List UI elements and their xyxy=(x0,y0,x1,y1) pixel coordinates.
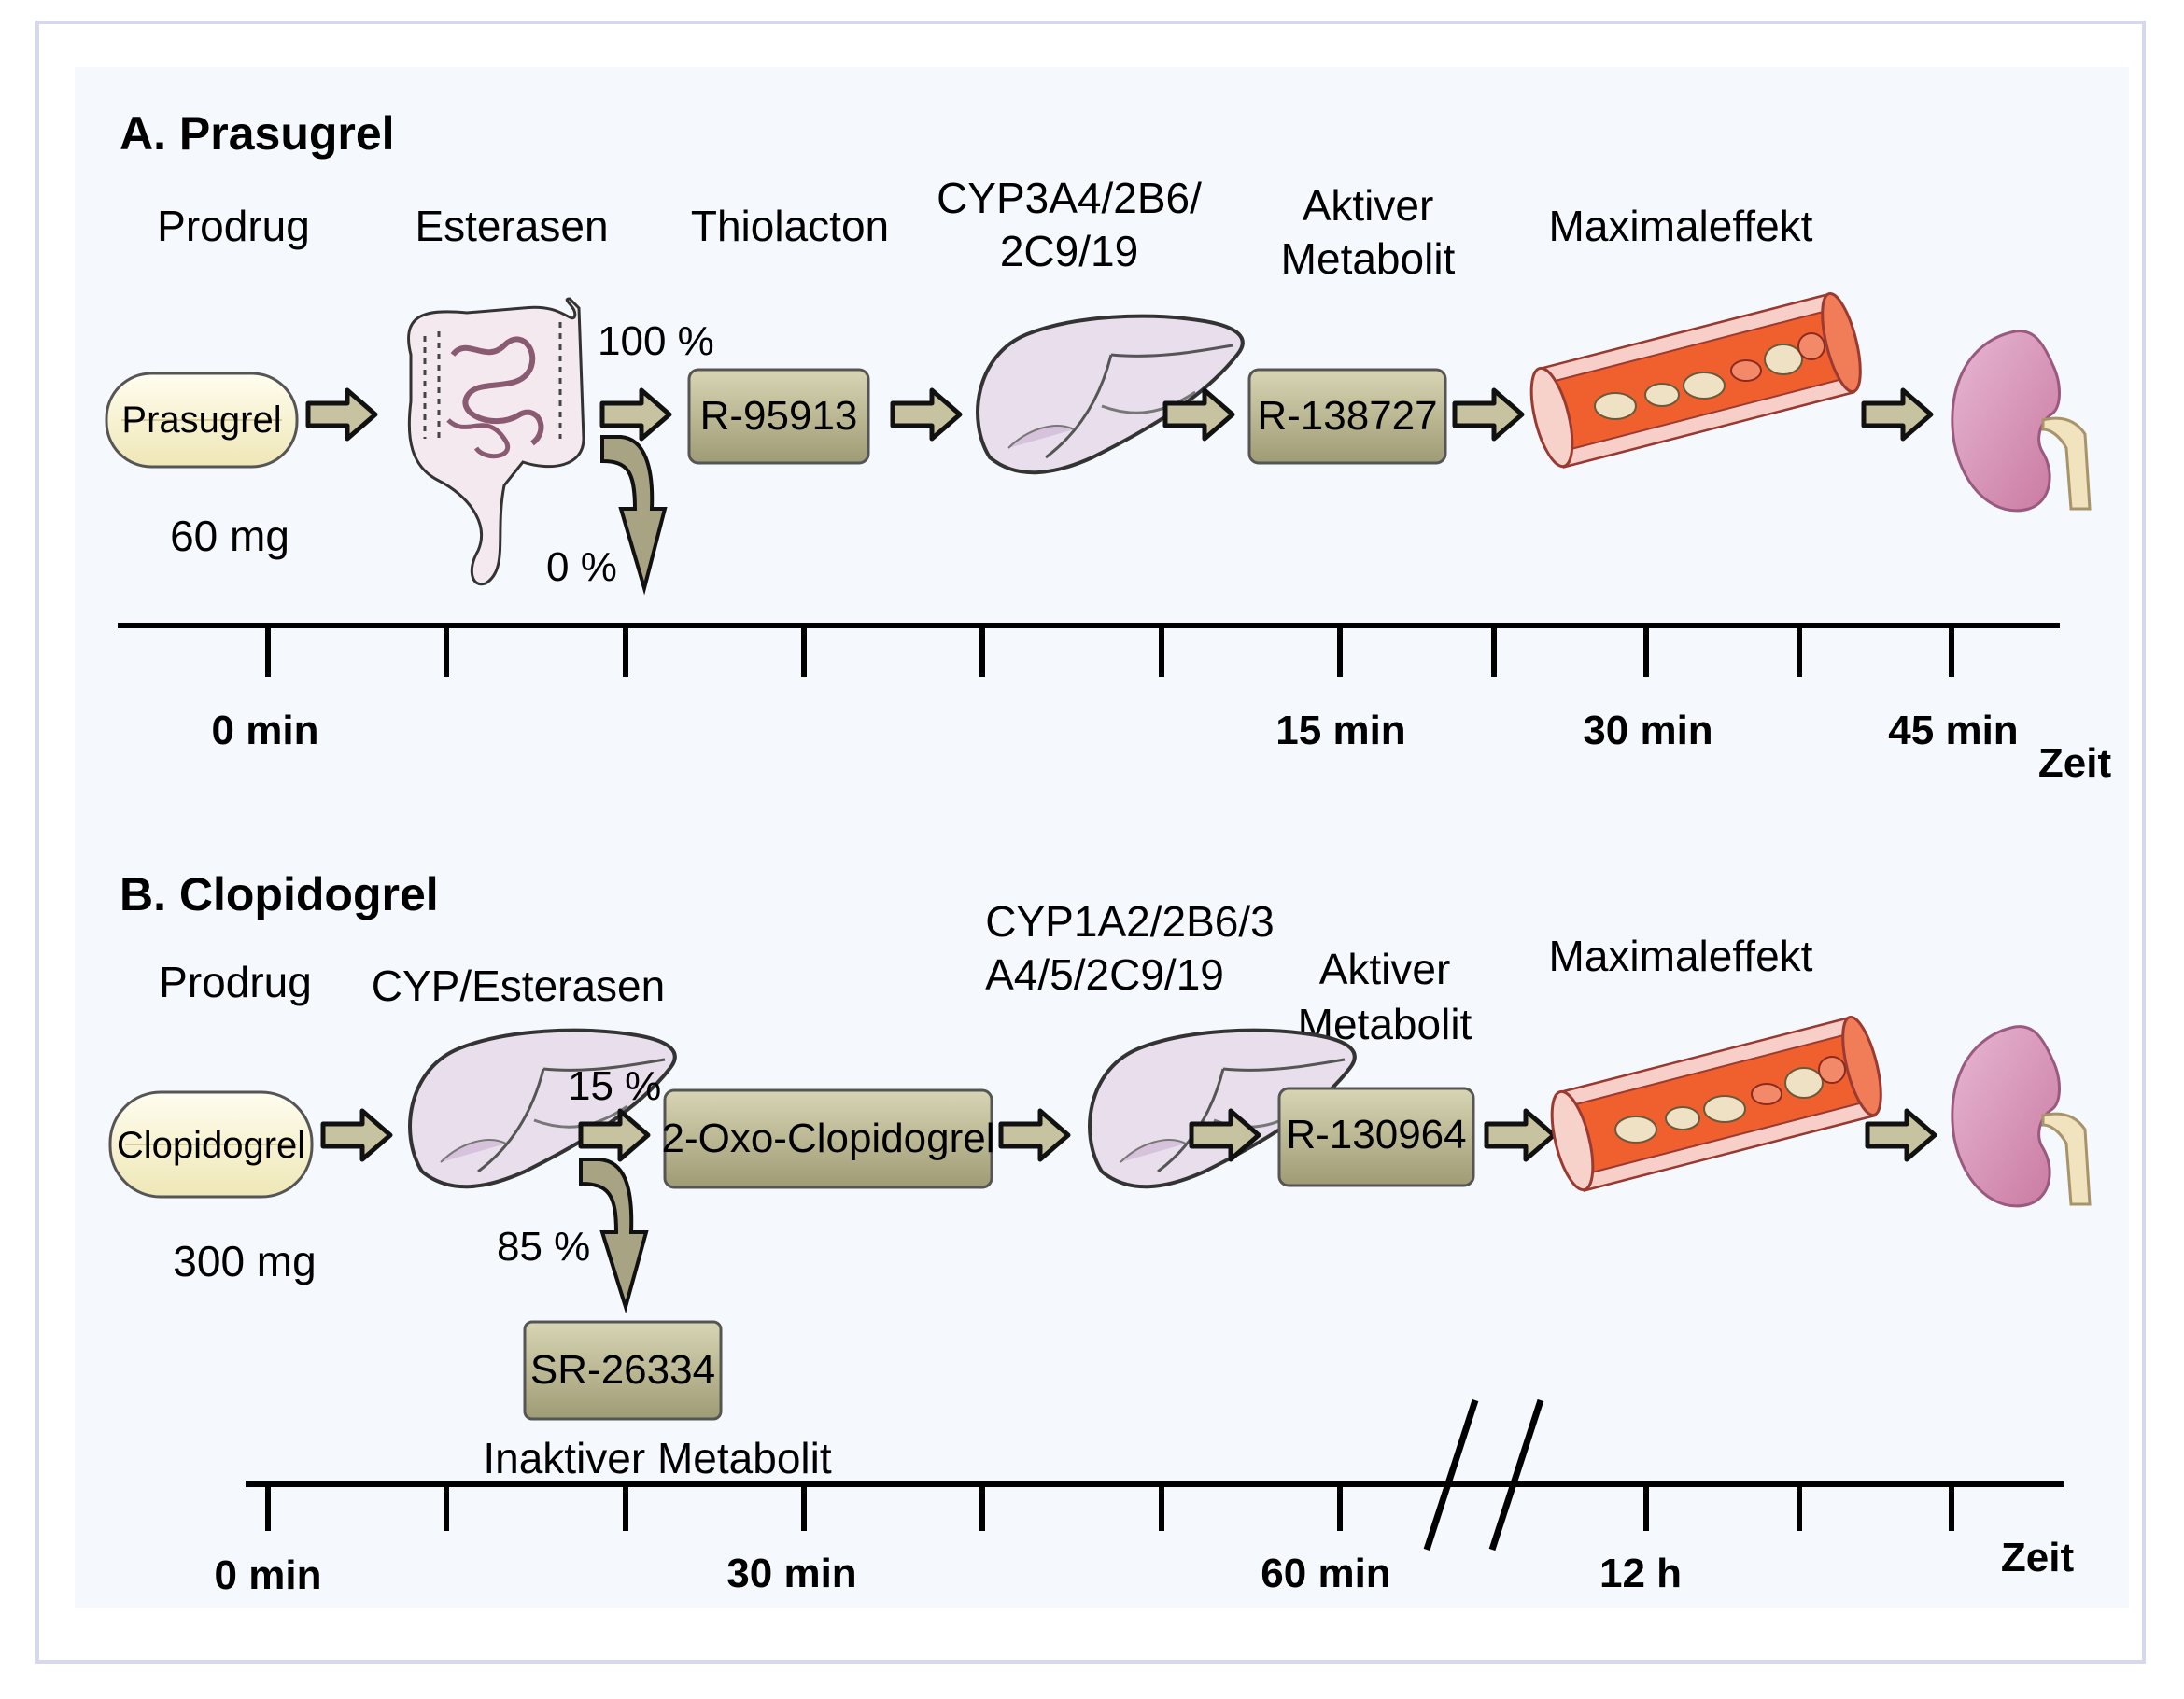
a-thiolacton-label: Thiolacton xyxy=(691,202,889,250)
b-box-sr26334: SR-26334 xyxy=(523,1320,723,1421)
a-timeline: 0 min 15 min 30 min 45 min Zeit xyxy=(118,623,2112,786)
blood-vessel-icon xyxy=(1521,288,1870,472)
b-dose-label: 300 mg xyxy=(173,1237,316,1285)
a-time-30: 30 min xyxy=(1583,708,1712,753)
section-a-prasugrel: A. Prasugrel Prodrug Esterasen Thiolacto… xyxy=(105,107,2112,786)
a-arrow-2 xyxy=(602,390,669,439)
b-box-2-oxo-clopidogrel: 2-Oxo-Clopidogrel xyxy=(661,1088,995,1189)
b-arrow-5 xyxy=(1487,1111,1554,1159)
a-pill-label: Prasugrel xyxy=(121,400,281,441)
b-inactive-label: Inaktiver Metabolit xyxy=(483,1434,831,1482)
section-b-title: B. Clopidogrel xyxy=(120,868,439,920)
b-cyp-label-2: A4/5/2C9/19 xyxy=(985,950,1224,999)
b-arrow-6 xyxy=(1867,1111,1935,1159)
b-axis-label: Zeit xyxy=(2001,1535,2075,1580)
a-cyp-label-2: 2C9/19 xyxy=(1000,227,1138,275)
a-aktiver-label-1: Aktiver xyxy=(1303,181,1434,230)
b-kidney-icon xyxy=(1951,1025,2092,1208)
b-arrow-1 xyxy=(323,1111,390,1159)
a-pct-main: 100 % xyxy=(598,318,714,364)
a-time-0: 0 min xyxy=(212,708,319,753)
b-prodrug-label: Prodrug xyxy=(159,958,312,1006)
b-blood-vessel-icon xyxy=(1542,1012,1891,1196)
b-cyp-esterasen-label: CYP/Esterasen xyxy=(372,962,665,1010)
a-axis-label: Zeit xyxy=(2038,740,2112,786)
b-axis-break xyxy=(1423,1398,1544,1552)
b-maximaleffekt-label: Maximaleffekt xyxy=(1549,932,1813,980)
b-time-60: 60 min xyxy=(1261,1551,1390,1596)
intestine-icon xyxy=(407,297,585,586)
b-pill-label: Clopidogrel xyxy=(117,1125,305,1166)
a-box-r95913: R-95913 xyxy=(687,368,870,465)
a-aktiver-label-2: Metabolit xyxy=(1281,234,1456,283)
a-box-r138727: R-138727 xyxy=(1247,368,1447,465)
a-dose-label: 60 mg xyxy=(170,512,289,560)
b-box1-label: 2-Oxo-Clopidogrel xyxy=(661,1116,994,1161)
b-arrow-3 xyxy=(1001,1111,1068,1159)
a-arrow-6 xyxy=(1864,390,1931,439)
a-prodrug-label: Prodrug xyxy=(157,202,310,250)
b-cyp-label-1: CYP1A2/2B6/3 xyxy=(985,897,1274,946)
b-box-r130964: R-130964 xyxy=(1277,1087,1475,1187)
b-down-arrow xyxy=(579,1158,649,1314)
section-a-title: A. Prasugrel xyxy=(120,107,395,160)
b-time-12h: 12 h xyxy=(1599,1551,1682,1596)
section-b-clopidogrel: B. Clopidogrel Prodrug CYP/Esterasen CYP… xyxy=(108,868,2092,1598)
a-time-45: 45 min xyxy=(1888,708,2018,753)
b-timeline: 0 min 30 min 60 min 12 h Zeit xyxy=(215,1398,2075,1598)
b-time-30: 30 min xyxy=(726,1551,856,1596)
a-prasugrel-pill: Prasugrel xyxy=(105,372,299,469)
a-cyp-label-1: CYP3A4/2B6/ xyxy=(937,174,1202,222)
b-time-0: 0 min xyxy=(215,1552,322,1598)
a-arrow-5 xyxy=(1455,390,1522,439)
b-clopidogrel-pill: Clopidogrel xyxy=(108,1090,314,1199)
b-box-inactive-label: SR-26334 xyxy=(530,1347,715,1393)
b-aktiver-label-1: Aktiver xyxy=(1319,945,1451,993)
a-esterasen-label: Esterasen xyxy=(415,202,608,250)
a-arrow-1 xyxy=(308,390,375,439)
a-box1-label: R-95913 xyxy=(700,393,858,439)
a-down-arrow xyxy=(600,435,668,596)
a-maximaleffekt-label: Maximaleffekt xyxy=(1549,202,1813,250)
a-pct-side: 0 % xyxy=(546,544,617,590)
b-pct-main: 15 % xyxy=(568,1063,661,1109)
b-pct-side: 85 % xyxy=(497,1224,590,1270)
a-time-15: 15 min xyxy=(1275,708,1405,753)
kidney-icon xyxy=(1951,330,2092,513)
a-arrow-3 xyxy=(893,390,960,439)
b-box2-label: R-130964 xyxy=(1286,1112,1466,1158)
a-box2-label: R-138727 xyxy=(1257,393,1437,439)
